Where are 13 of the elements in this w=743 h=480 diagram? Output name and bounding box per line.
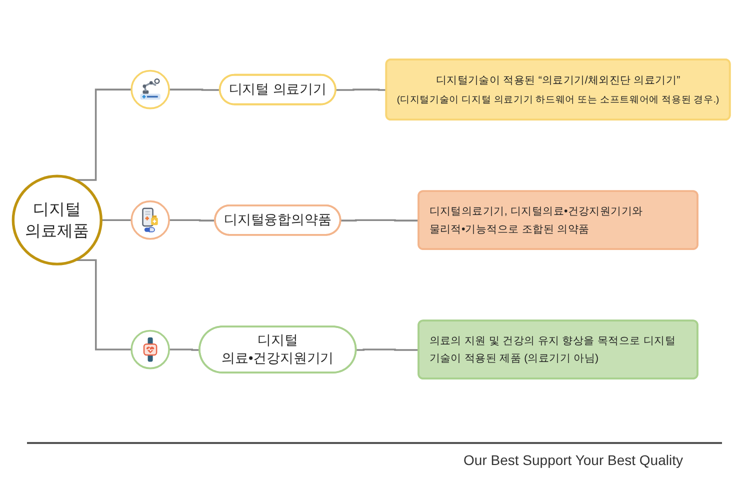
connector [356, 348, 419, 351]
node-circle [130, 330, 170, 370]
connector [75, 88, 132, 181]
node-circle [130, 70, 170, 110]
connector [169, 88, 220, 91]
connector [169, 348, 200, 351]
connector [336, 88, 387, 91]
connector [101, 219, 132, 221]
connector [169, 219, 216, 222]
tagline-text: Our Best Support Your Best Quality [464, 452, 683, 468]
connector [340, 219, 419, 222]
node-circle [130, 200, 170, 240]
node-circle: 디지털 의료제품 [12, 174, 102, 266]
